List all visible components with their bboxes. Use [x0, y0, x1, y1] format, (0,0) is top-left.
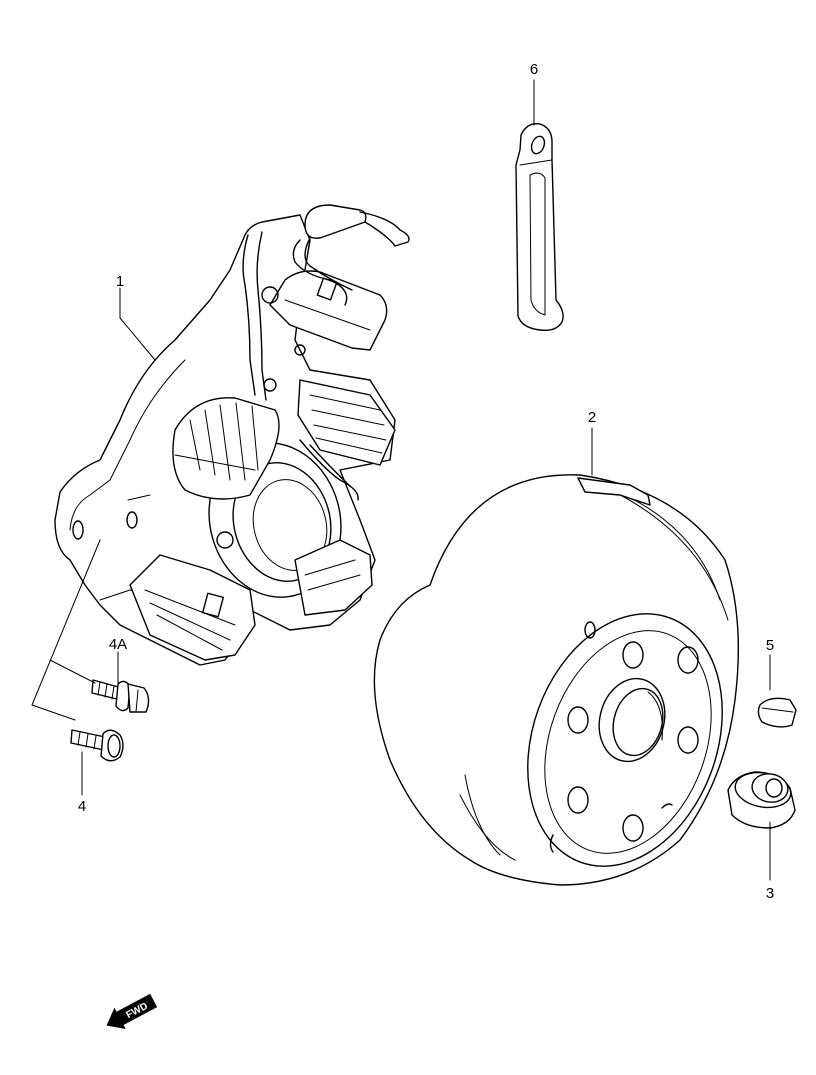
callout-5: 5: [766, 637, 774, 654]
pan-screw-4-part: [70, 729, 124, 762]
callout-labels: 6 1 2 5 3 4A 4: [78, 61, 774, 902]
fwd-label: FWD: [124, 1001, 149, 1021]
callout-6: 6: [530, 61, 538, 78]
flange-nut-part: [727, 771, 796, 829]
callout-4a: 4A: [109, 636, 127, 653]
callout-3: 3: [766, 885, 774, 902]
leader-lines: [31, 79, 771, 881]
callout-2: 2: [588, 409, 596, 426]
flange-screw-4a-part: [91, 679, 150, 713]
callout-1: 1: [116, 273, 124, 290]
wire-clamp-part: [515, 123, 564, 332]
woodruff-key-part: [757, 697, 797, 728]
forward-direction-arrow: FWD: [106, 993, 158, 1029]
stator-assembly-part: [54, 204, 410, 666]
flywheel-rotor-part: [373, 474, 740, 886]
callout-4: 4: [78, 798, 86, 815]
